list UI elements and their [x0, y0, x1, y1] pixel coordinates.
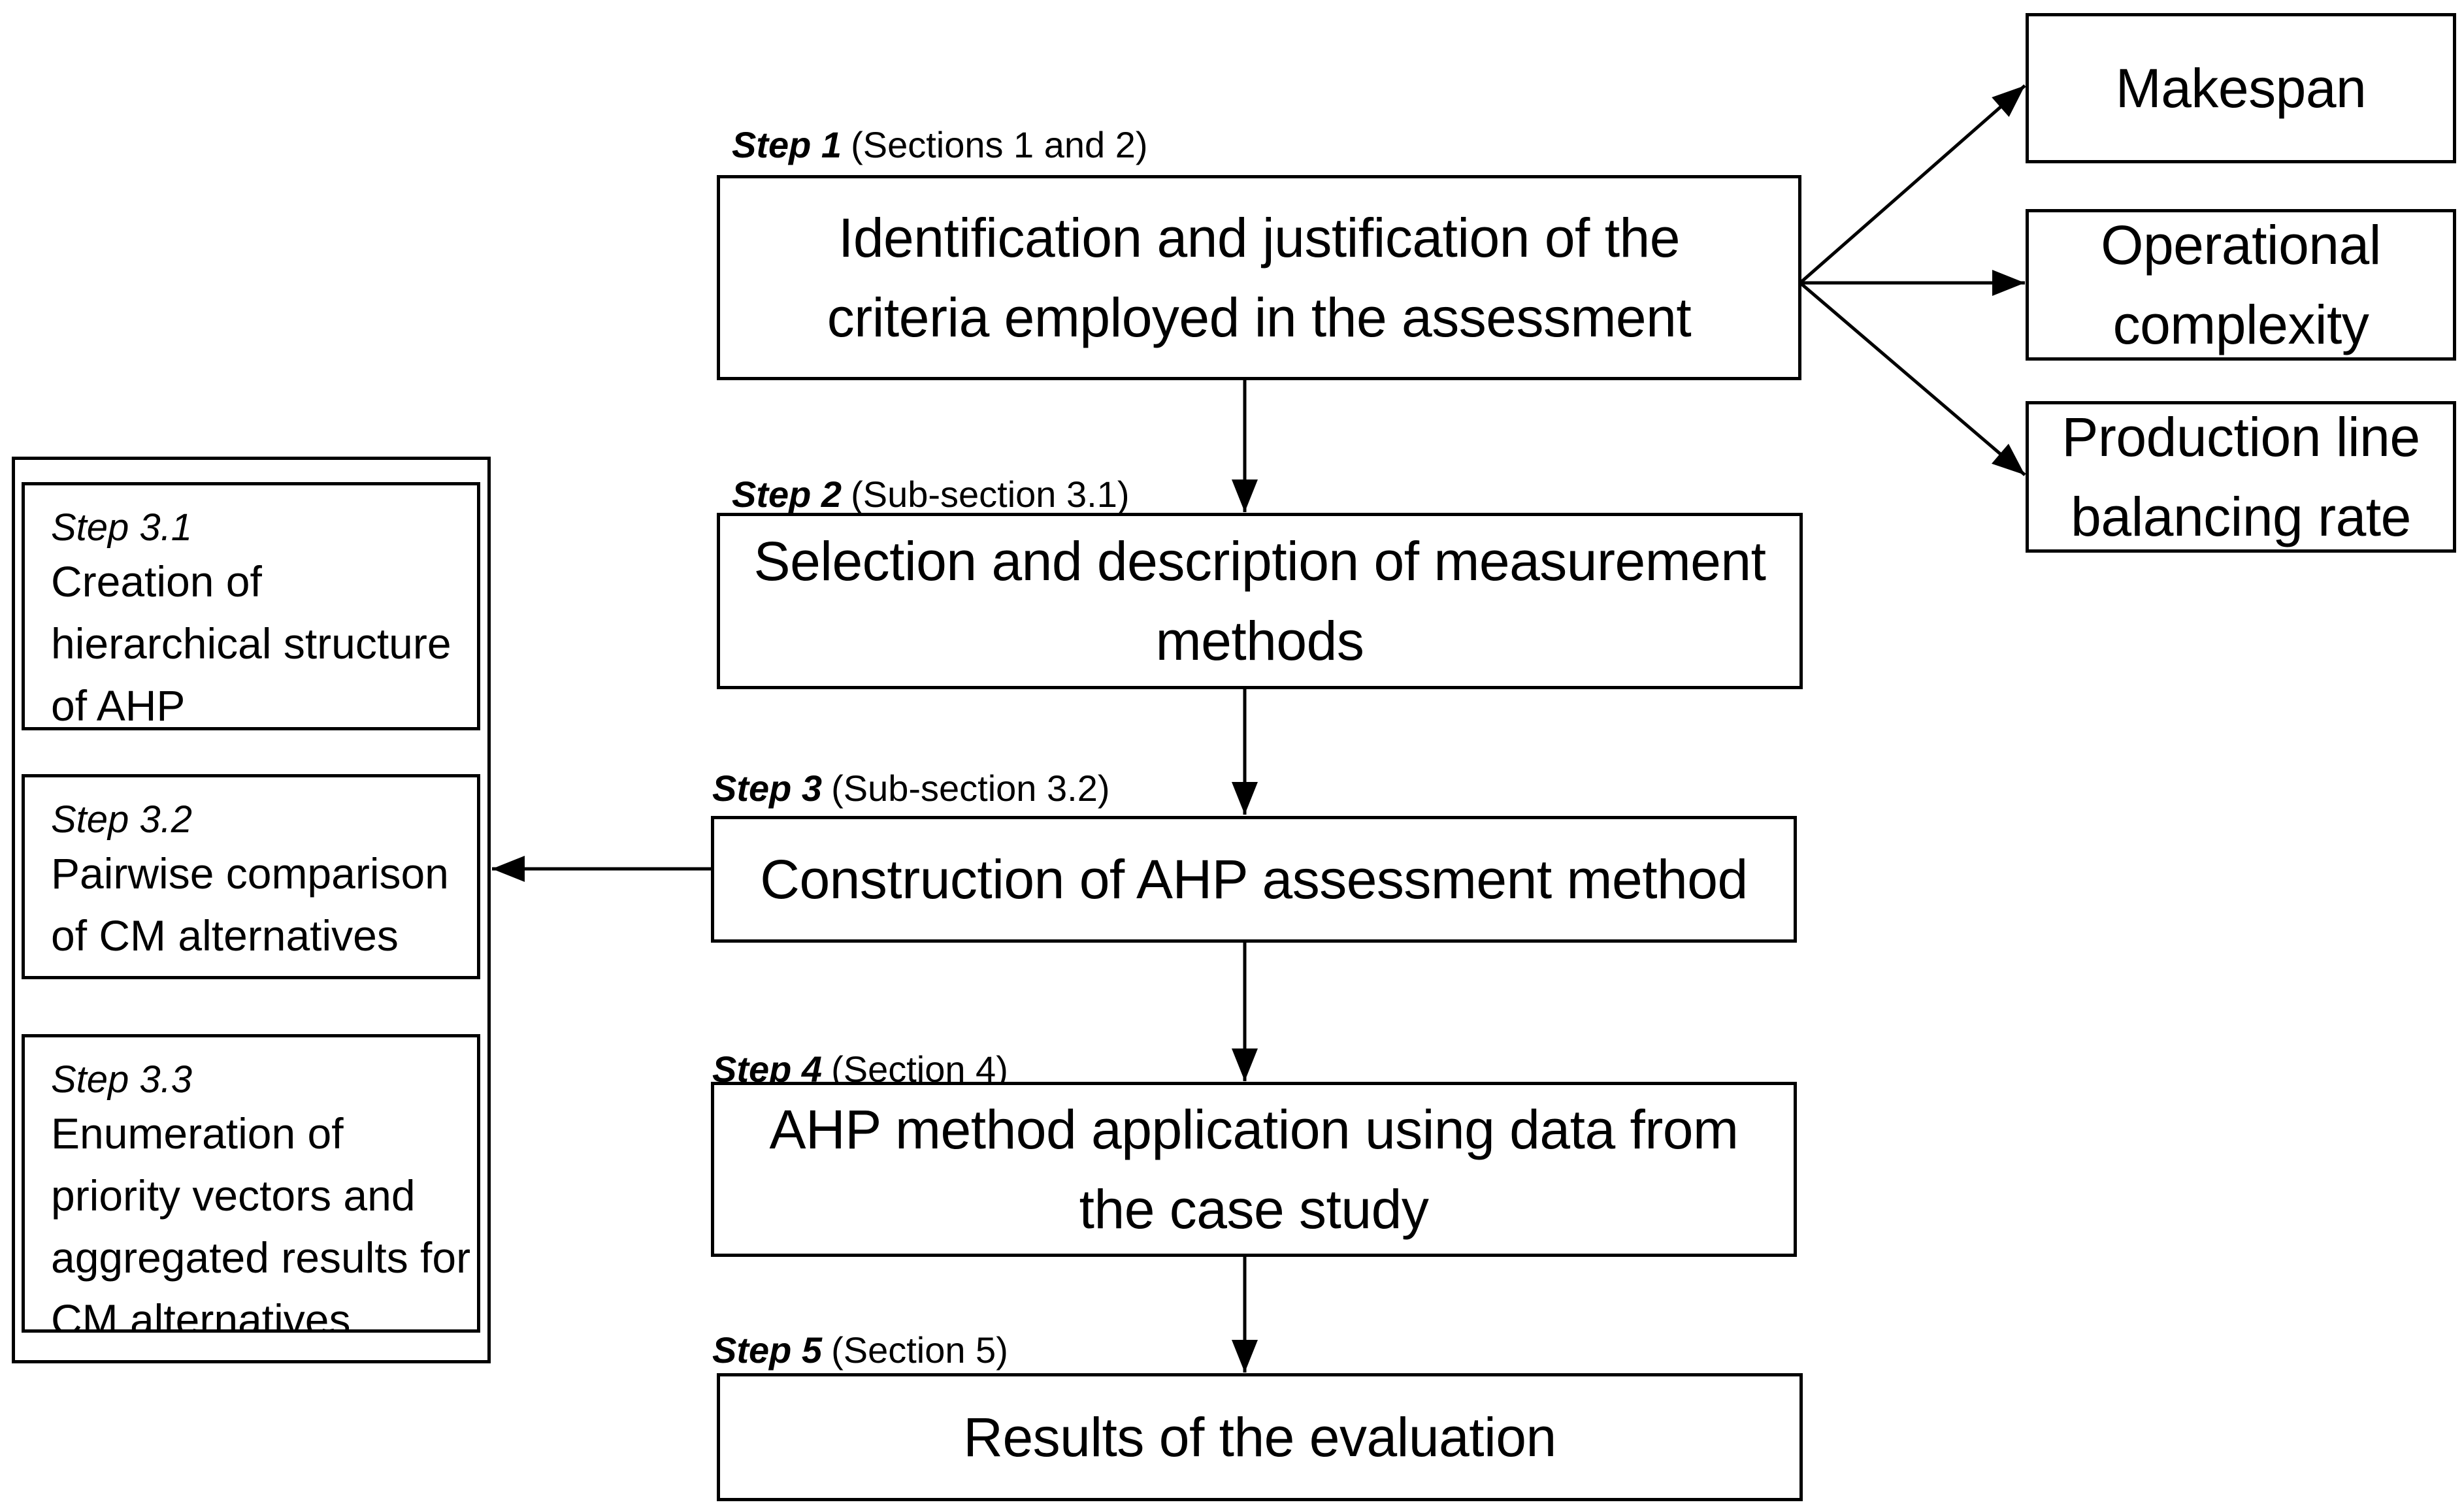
substeps-container — [12, 457, 491, 1363]
arrow-to-makespan — [1799, 84, 2026, 284]
step1-name: Step 1 — [732, 124, 842, 165]
substep-3-2-title: Step 3.2 — [51, 798, 193, 841]
criterion-makespan-box: Makespan — [2026, 13, 2456, 163]
step5-box: Results of the evaluation — [717, 1373, 1803, 1501]
substep-3-1-box: Step 3.1 Creation of hierarchical struct… — [22, 482, 480, 730]
substep-3-1-title: Step 3.1 — [51, 506, 193, 549]
step5-box-text: Results of the evaluation — [963, 1406, 1556, 1468]
step2-ref: (Sub-section 3.1) — [851, 474, 1130, 515]
step1-label: Step 1(Sections 1 and 2) — [732, 124, 1148, 166]
criterion-line-balancing-rate-label: Production line balancing rate — [2062, 406, 2420, 547]
step3-label: Step 3(Sub-section 3.2) — [712, 768, 1110, 809]
step5-ref: (Section 5) — [831, 1329, 1008, 1371]
step2-label: Step 2(Sub-section 3.1) — [732, 474, 1130, 515]
criterion-operational-complexity-label: Operational complexity — [2101, 214, 2381, 355]
step2-box-text: Selection and description of measurement… — [753, 530, 1766, 672]
step4-box: AHP method application using data from t… — [711, 1082, 1797, 1257]
substep-3-3-title: Step 3.3 — [51, 1058, 193, 1101]
step3-box-text: Construction of AHP assessment method — [760, 849, 1748, 910]
criterion-operational-complexity-box: Operational complexity — [2026, 209, 2456, 361]
step2-box: Selection and description of measurement… — [717, 513, 1803, 689]
step1-box: Identification and justification of the … — [717, 175, 1801, 380]
step3-box: Construction of AHP assessment method — [711, 816, 1797, 943]
substep-3-2-text: Pairwise comparison of CM alternatives — [51, 849, 449, 960]
step5-name: Step 5 — [712, 1329, 823, 1371]
step1-ref: (Sections 1 and 2) — [851, 124, 1148, 165]
criterion-line-balancing-rate-box: Production line balancing rate — [2026, 401, 2456, 553]
substep-3-3-text: Enumeration of priority vectors and aggr… — [51, 1109, 471, 1333]
step2-name: Step 2 — [732, 474, 842, 515]
substep-3-3-box: Step 3.3 Enumeration of priority vectors… — [22, 1034, 480, 1333]
criterion-makespan-label: Makespan — [2115, 57, 2367, 119]
step5-label: Step 5(Section 5) — [712, 1329, 1008, 1371]
step1-box-text: Identification and justification of the … — [827, 207, 1692, 348]
arrow-to-line-balancing-rate — [1799, 282, 2026, 476]
substep-3-1-text: Creation of hierarchical structure of AH… — [51, 557, 452, 730]
step3-name: Step 3 — [712, 768, 823, 809]
step3-ref: (Sub-section 3.2) — [831, 768, 1110, 809]
step4-box-text: AHP method application using data from t… — [769, 1099, 1739, 1240]
substep-3-2-box: Step 3.2 Pairwise comparison of CM alter… — [22, 774, 480, 979]
